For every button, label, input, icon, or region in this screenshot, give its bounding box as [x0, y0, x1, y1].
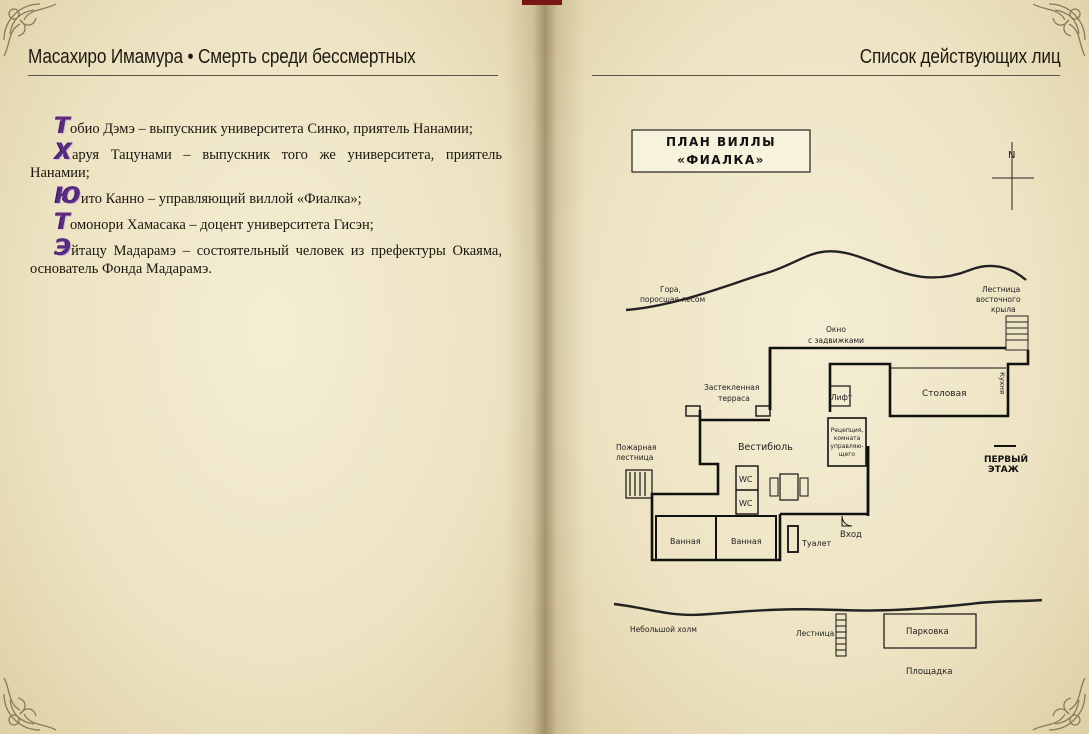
- left-page: [0, 0, 545, 734]
- label-reception-4: щего: [839, 451, 855, 458]
- label-fire-stairs-1: Пожарная: [616, 443, 656, 452]
- ornament-bottom-left-icon: [0, 670, 64, 734]
- elevator-box: [829, 385, 851, 407]
- character-entry: Харуя Тацунами – выпускник того же униве…: [30, 142, 502, 182]
- lobby-sofa-right: [799, 477, 809, 497]
- label-reception-2: комната: [834, 435, 861, 442]
- floor-label-2: ЭТАЖ: [988, 465, 1019, 475]
- character-entry: Юито Канно – управляющий виллой «Фиалка»…: [30, 186, 502, 208]
- character-description: йтацу Мадарамэ – состоятельный человек и…: [30, 243, 502, 277]
- ornament-top-right-icon: [1025, 0, 1089, 64]
- terrace: [685, 405, 771, 417]
- character-list: Тобио Дэмэ – выпускник университета Синк…: [30, 116, 502, 285]
- running-header-right: Список действующих лиц: [859, 46, 1060, 68]
- label-lobby: Вестибюль: [738, 442, 793, 453]
- label-wc-1: WC: [739, 475, 753, 484]
- header-rule-left: [28, 75, 498, 76]
- label-toilet: Туалет: [801, 539, 832, 548]
- fire-stairs: [625, 469, 653, 499]
- label-terrace-2: терраса: [718, 394, 750, 403]
- ornament-top-left-icon: [0, 0, 64, 64]
- wc-block: [735, 465, 759, 515]
- character-description: обио Дэмэ – выпускник университета Синко…: [70, 121, 473, 137]
- bottom-stairs: [835, 613, 847, 657]
- label-east-stairs-3: крыла: [991, 305, 1016, 314]
- label-wc-2: WC: [739, 499, 753, 508]
- label-entrance: Вход: [840, 530, 862, 540]
- bookmark-ribbon: [522, 0, 562, 5]
- label-east-stairs-1: Лестница: [982, 285, 1020, 294]
- drop-cap: Ю: [55, 184, 81, 209]
- label-dining: Столовая: [922, 389, 967, 399]
- hill-outline: [613, 598, 1043, 617]
- reception-room: [827, 417, 867, 467]
- label-mountain-2: поросшая лесом: [640, 295, 705, 304]
- lobby-table: [779, 473, 799, 501]
- entrance-door-icon: [841, 515, 853, 527]
- label-bath-2: Ванная: [731, 537, 762, 546]
- label-stairs: Лестница: [796, 629, 834, 638]
- drop-cap: Э: [55, 236, 72, 261]
- plan-title-box: [631, 129, 811, 173]
- header-rule-right: [592, 75, 1060, 76]
- plan-title-line-2: «ФИАЛКА»: [677, 153, 765, 167]
- bathrooms: [655, 515, 777, 561]
- label-mountain-1: Гора,: [660, 285, 681, 294]
- mountain-outline: [625, 250, 1027, 312]
- label-elevator: Лифт: [831, 393, 853, 402]
- right-page: [545, 0, 1089, 734]
- character-entry: Томонори Хамасака – доцент университета …: [30, 212, 502, 234]
- label-terrace-1: Застекленная: [704, 383, 759, 392]
- label-bath-1: Ванная: [670, 537, 701, 546]
- north-mark: N: [1008, 150, 1015, 161]
- character-entry: Эйтацу Мадарамэ – состоятельный человек …: [30, 238, 502, 278]
- drop-cap: Т: [55, 114, 71, 139]
- character-description: аруя Тацунами – выпускник того же универ…: [30, 147, 502, 181]
- drop-cap: Х: [55, 140, 72, 165]
- running-header-left: Масахиро Имамура • Смерть среди бессмерт…: [28, 46, 416, 68]
- label-parking: Парковка: [906, 627, 949, 637]
- label-window-1: Окно: [826, 325, 846, 334]
- label-fire-stairs-2: лестница: [616, 453, 653, 462]
- lobby-sofa-left: [769, 477, 779, 497]
- character-description: омонори Хамасака – доцент университета Г…: [70, 217, 374, 233]
- label-reception-1: Рецепция,: [831, 427, 864, 434]
- label-square: Площадка: [906, 667, 952, 677]
- north-arrow-icon: [992, 142, 1034, 210]
- label-east-stairs-2: восточного: [976, 295, 1021, 304]
- parking-area: [883, 613, 977, 649]
- label-reception-3: управляю-: [830, 443, 863, 450]
- plan-title-line-1: ПЛАН ВИЛЛЫ: [666, 135, 776, 149]
- label-kitchen: Кухня: [998, 372, 1006, 394]
- label-window-2: с задвижками: [808, 336, 864, 345]
- character-entry: Тобио Дэмэ – выпускник университета Синк…: [30, 116, 502, 138]
- character-description: ито Канно – управляющий виллой «Фиалка»;: [80, 191, 362, 207]
- ornament-bottom-right-icon: [1025, 670, 1089, 734]
- drop-cap: Т: [55, 210, 71, 235]
- east-stairs: [1005, 315, 1029, 351]
- toilet-box: [787, 525, 799, 553]
- label-hill: Небольшой холм: [630, 625, 697, 634]
- villa-floor-plan: ПЛАН ВИЛЛЫ «ФИАЛКА» N Гора, поросшая лес…: [613, 129, 1043, 677]
- floor-label-1: ПЕРВЫЙ: [984, 453, 1028, 465]
